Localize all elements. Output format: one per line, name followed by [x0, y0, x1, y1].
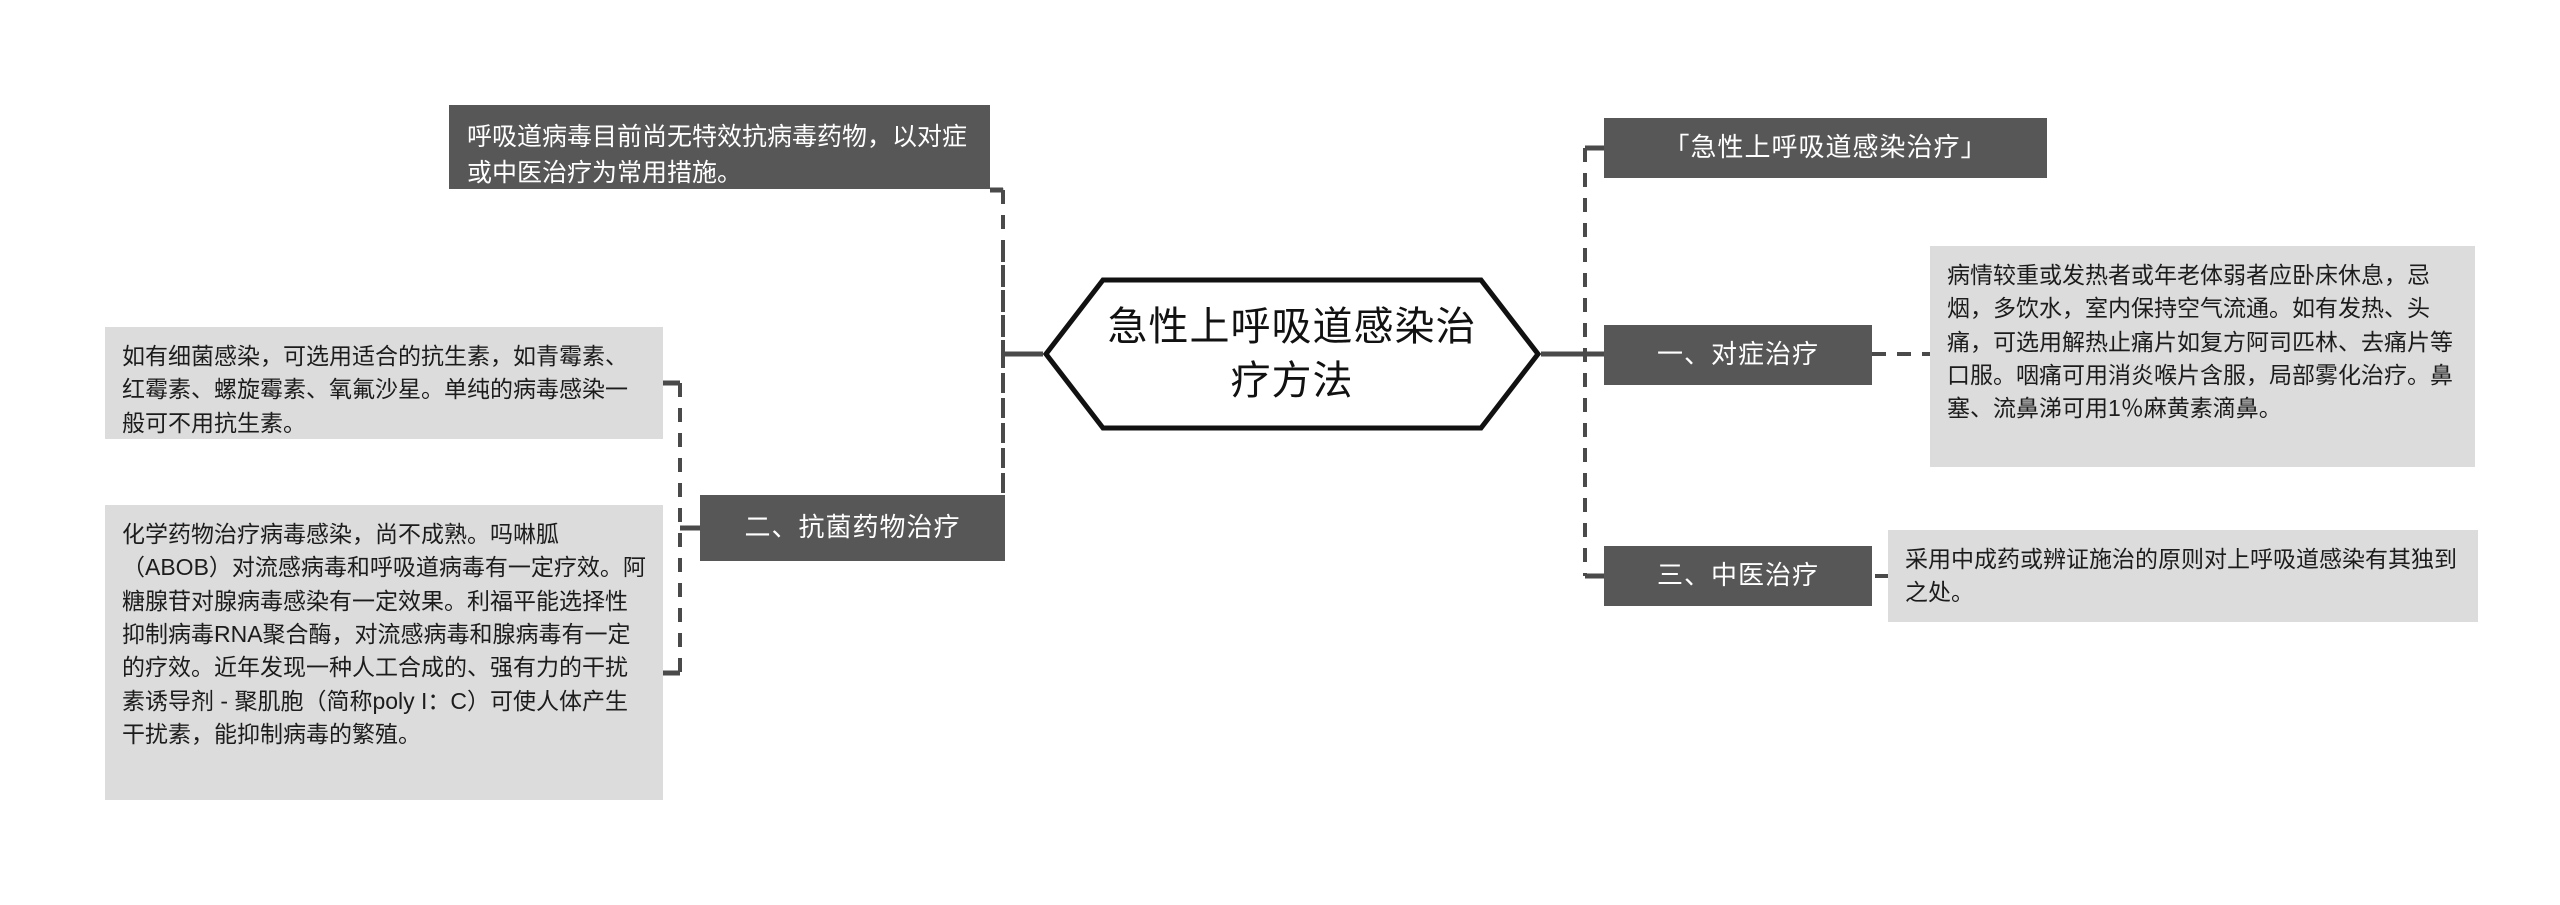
- node-symptomatic-detail[interactable]: 病情较重或发热者或年老体弱者应卧床休息，忌烟，多饮水，室内保持空气流通。如有发热…: [1930, 246, 2475, 467]
- center-node-shape: [1042, 277, 1542, 431]
- branch-tcm-treatment[interactable]: 三、中医治疗: [1604, 546, 1872, 606]
- branch-antibacterial-drug-therapy[interactable]: 二、抗菌药物治疗: [700, 495, 1005, 561]
- center-node-label: 急性上呼吸道感染治疗方法: [1107, 305, 1477, 403]
- branch-symptomatic-treatment[interactable]: 一、对症治疗: [1604, 325, 1872, 385]
- node-tcm-detail[interactable]: 采用中成药或辨证施治的原则对上呼吸道感染有其独到之处。: [1888, 530, 2478, 622]
- node-chemical-antiviral-detail[interactable]: 化学药物治疗病毒感染，尚不成熟。吗啉胍（ABOB）对流感病毒和呼吸道病毒有一定疗…: [105, 505, 663, 800]
- node-topic-heading[interactable]: 「急性上呼吸道感染治疗」: [1604, 118, 2047, 178]
- node-antibiotics-detail[interactable]: 如有细菌感染，可选用适合的抗生素，如青霉素、红霉素、螺旋霉素、氧氟沙星。单纯的病…: [105, 327, 663, 439]
- center-node[interactable]: 急性上呼吸道感染治疗方法: [1042, 277, 1542, 431]
- node-antiviral-note[interactable]: 呼吸道病毒目前尚无特效抗病毒药物，以对症或中医治疗为常用措施。: [449, 105, 990, 189]
